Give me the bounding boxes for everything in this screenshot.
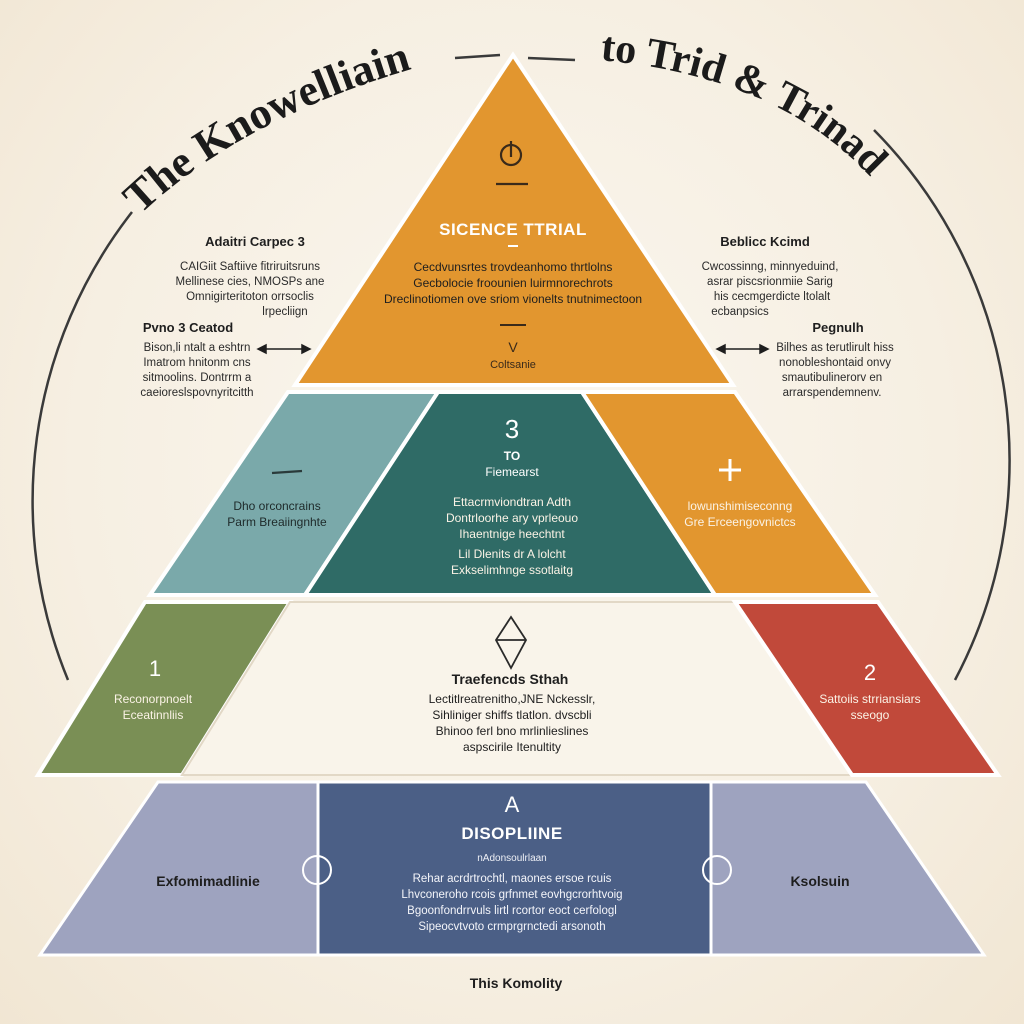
- left-note-1-heading: Adaitri Carpec 3: [205, 234, 305, 249]
- left-note-2-line-1: Bison,li ntalt a eshtrn: [144, 342, 251, 354]
- plus-icon: [719, 459, 741, 481]
- top-line-2: Gecbolocie froounien luirmnorechrots: [413, 276, 612, 290]
- tier-2-center-line-1: Ettacrmviondtran Adth: [453, 495, 571, 509]
- outer-arc: [31, 211, 133, 681]
- tier-2-left-line-2: Parm Breaiingnhte: [227, 515, 327, 529]
- right-note-1-line-2: asrar piscsrionmiie Sarig: [707, 276, 833, 288]
- tier-4-center-line-2: Lhvconeroho rcois grfnmet eovhgcrorhtvoi…: [401, 889, 622, 901]
- tier-4-center-letter: A: [505, 792, 520, 817]
- footer-caption: This Komolity: [470, 975, 563, 991]
- top-line-3: Dreclinotiomen ove sriom vionelts tnutni…: [384, 292, 642, 306]
- right-note-2-line-3: smautibulinerorv en: [782, 372, 882, 384]
- tier-3-right-line-1: Sattoiis strriansiars: [819, 692, 920, 706]
- tier-2-right-panel: [578, 390, 879, 597]
- tier-3-right-line-2: sseogo: [851, 708, 890, 722]
- right-note-1-heading: Beblicc Kcimd: [720, 234, 810, 249]
- tier-4-right-label: Ksolsuin: [790, 873, 849, 889]
- left-note-1-line-1: CAIGiit Saftiive fitriruitsruns: [180, 261, 320, 273]
- right-arrow-icon: [715, 343, 770, 355]
- tier-top-triangle: [291, 51, 737, 387]
- tier-2-right-line-1: lowunshimiseconng: [688, 499, 793, 513]
- tier-4-right-panel: [709, 780, 987, 957]
- left-arrow-icon: [256, 343, 312, 355]
- tier-3-center-line-1: Lectitlreatrenitho,JNE Nckesslr,: [429, 692, 596, 706]
- top-heading: SICENCE TTRIAL: [439, 220, 587, 239]
- arc-top-right: [527, 56, 576, 62]
- left-note-1-line-3: Omnigirteritoton orrsoclis: [186, 291, 314, 303]
- tier-2-center-number: 3: [505, 414, 519, 444]
- tier-3-right-number: 2: [864, 660, 876, 685]
- title-left: The Knowelliain: [114, 32, 415, 223]
- tier-4-center-line-3: Bgoonfondrrvuls lirtl rcortor eoct cerfo…: [407, 905, 617, 917]
- arc-top-left: [454, 53, 501, 60]
- diamond-icon: [494, 615, 528, 670]
- tier-4-left-label: Exfomimadlinie: [156, 873, 260, 889]
- tier-3-center-line-4: aspscirile Itenultity: [463, 740, 561, 754]
- right-note-2-line-4: arrarspendemnenv.: [783, 387, 882, 399]
- tier-4-center-line-4: Sipeocvtvoto crmprgrnctedi arsonoth: [418, 921, 605, 933]
- tier-2-center-sub: TO: [504, 449, 520, 463]
- left-note-2-line-3: sitmoolins. Dontrrm a: [143, 372, 252, 384]
- right-note-1-line-4: ecbanpsics: [711, 306, 769, 318]
- tier-3-right-panel: [731, 600, 1002, 777]
- left-note-1-line-2: Mellinese cies, NMOSPs ane: [176, 276, 325, 288]
- tier-3-left-number: 1: [149, 656, 161, 681]
- tier-2-center-line-3: Ihaentnige heechtnt: [459, 527, 565, 541]
- tier-2-center-label: Fiemearst: [485, 465, 539, 479]
- right-connector-circle: [702, 855, 732, 885]
- tier-3-center-heading: Traefencds Sthah: [452, 671, 569, 687]
- outer-arc-right: [873, 129, 1011, 681]
- tier-3-center-line-3: Bhinoo ferl bno mrlinlieslines: [436, 724, 589, 738]
- left-note-1-line-4: lrpecliign: [262, 306, 307, 318]
- left-note-2-line-4: caeioreslspovnyritcitth: [140, 387, 253, 399]
- tier-4-center-line-1: Rehar acrdrtrochtl, maones ersoe rcuis: [413, 873, 612, 885]
- power-icon: [499, 141, 523, 167]
- top-symbol: V: [508, 339, 518, 355]
- tier-2-center-line-5: Exkselimhnge ssotlaitg: [451, 563, 573, 577]
- left-note-2-heading: Pvno 3 Ceatod: [143, 320, 233, 335]
- right-note-1-line-3: his cecmgerdicte ltolalt: [714, 291, 831, 303]
- tier-2-left-line-1: Dho orconcrains: [233, 499, 320, 513]
- tier-2-right-line-2: Gre Erceengovnictcs: [684, 515, 795, 529]
- right-note-1-line-1: Cwcossinng, minnyeduind,: [702, 261, 839, 273]
- right-note-2-line-1: Bilhes as terutlirult hiss: [776, 342, 894, 354]
- dash-icon: [271, 469, 303, 475]
- top-caption: Coltsanie: [490, 359, 536, 371]
- tier-4-center-sub: nAdonsoulrlaan: [477, 853, 547, 864]
- tier-4-center-heading: DISOPLIINE: [461, 824, 562, 843]
- tier-3-left-line-2: Eceatinnliis: [123, 708, 184, 722]
- tier-3-left-line-1: Reconorpnoelt: [114, 692, 193, 706]
- tier-2-center-line-2: Dontrloorhe ary vprleouo: [446, 511, 578, 525]
- tier-4-left-panel: [37, 780, 320, 957]
- left-note-2-line-2: Imatrom hnitonm cns: [143, 357, 251, 369]
- top-line-1: Cecdvunsrtes trovdeanhomo thrtlolns: [414, 260, 613, 274]
- tier-4-center-panel: [316, 780, 713, 957]
- right-note-2-line-2: nonobleshontaid onvy: [779, 357, 891, 369]
- left-connector-circle: [302, 855, 332, 885]
- tier-3-center-line-2: Sihliniger shiffs tlatlon. dvscbli: [432, 708, 591, 722]
- right-note-2-heading: Pegnulh: [812, 320, 863, 335]
- title-right: to Trid & Trinad: [599, 24, 896, 184]
- tier-2-center-line-4: Lil Dlenits dr A lolcht: [458, 547, 566, 561]
